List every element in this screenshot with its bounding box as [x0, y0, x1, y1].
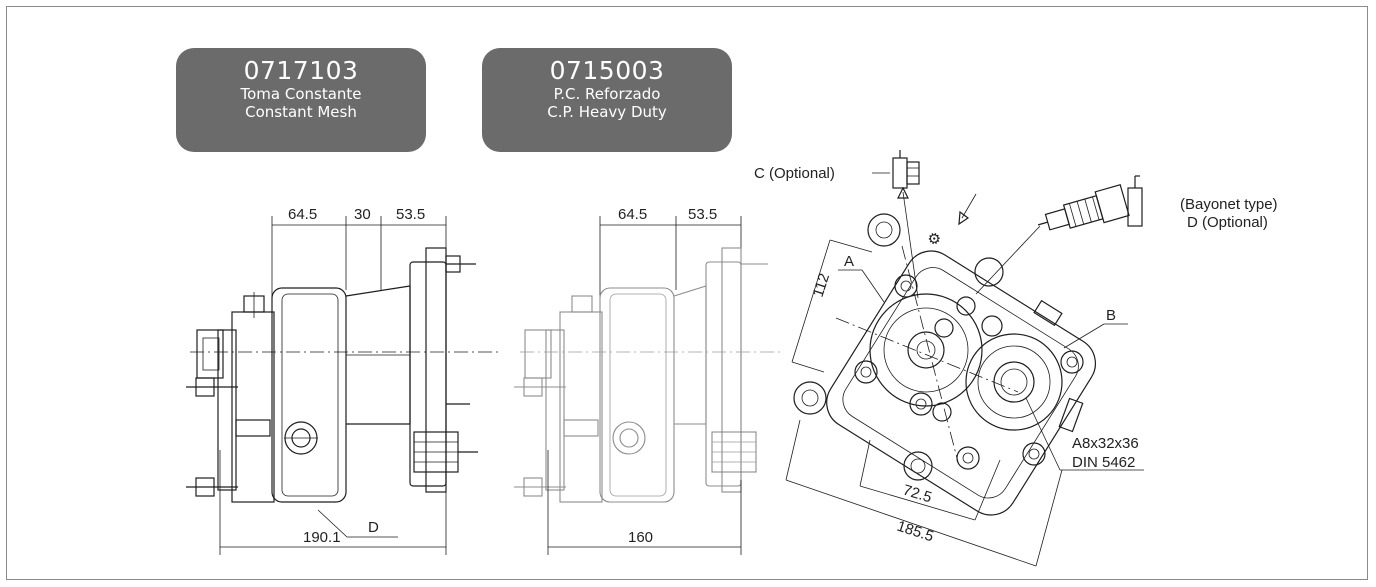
model-name-es: P.C. Reforzado	[553, 85, 661, 103]
dim-30: 30	[354, 206, 371, 223]
dim-53-5: 53.5	[688, 206, 717, 223]
label-d: D	[368, 519, 379, 536]
label-a: A	[844, 253, 854, 270]
dim-185-5: 185.5	[895, 518, 936, 546]
dim-64-5: 64.5	[618, 206, 647, 223]
dim-160: 160	[628, 529, 653, 546]
brand-mark-icon: ⚙	[925, 229, 944, 250]
dim-64-5: 64.5	[288, 206, 317, 223]
side-view-heavy-duty: 64.5 53.5 160	[514, 206, 780, 555]
model-code: 0717103	[243, 56, 359, 85]
label-d-optional: D (Optional)	[1187, 214, 1268, 231]
model-badge-constant-mesh: 0717103 Toma Constante Constant Mesh	[176, 48, 426, 152]
label-b: B	[1106, 307, 1116, 324]
bolt-left-2	[186, 477, 238, 497]
model-code: 0715003	[549, 56, 665, 85]
figure-frame	[6, 6, 1368, 580]
bolt-left-1	[186, 377, 238, 397]
model-badge-heavy-duty: 0715003 P.C. Reforzado C.P. Heavy Duty	[482, 48, 732, 152]
label-bayonet-type: (Bayonet type)	[1180, 196, 1278, 213]
dim-190-1: 190.1	[303, 529, 341, 546]
side-view-constant-mesh: 64.5 30 53.5	[186, 206, 500, 555]
spline-spec-1: A8x32x36	[1072, 435, 1139, 452]
model-name-en: C.P. Heavy Duty	[547, 103, 667, 121]
model-name-en: Constant Mesh	[245, 103, 357, 121]
dim-112: 112	[810, 271, 834, 299]
model-name-es: Toma Constante	[240, 85, 362, 103]
sensor-bayonet-icon	[1037, 175, 1143, 231]
front-view: 112 72.5 185.5 A B A8x32x36 DIN 5462 C (…	[754, 150, 1278, 567]
label-c-optional: C (Optional)	[754, 165, 835, 182]
dim-53-5: 53.5	[396, 206, 425, 223]
spline-spec-2: DIN 5462	[1072, 454, 1135, 471]
dim-72-5: 72.5	[901, 482, 934, 507]
sensor-c-icon	[892, 150, 920, 189]
